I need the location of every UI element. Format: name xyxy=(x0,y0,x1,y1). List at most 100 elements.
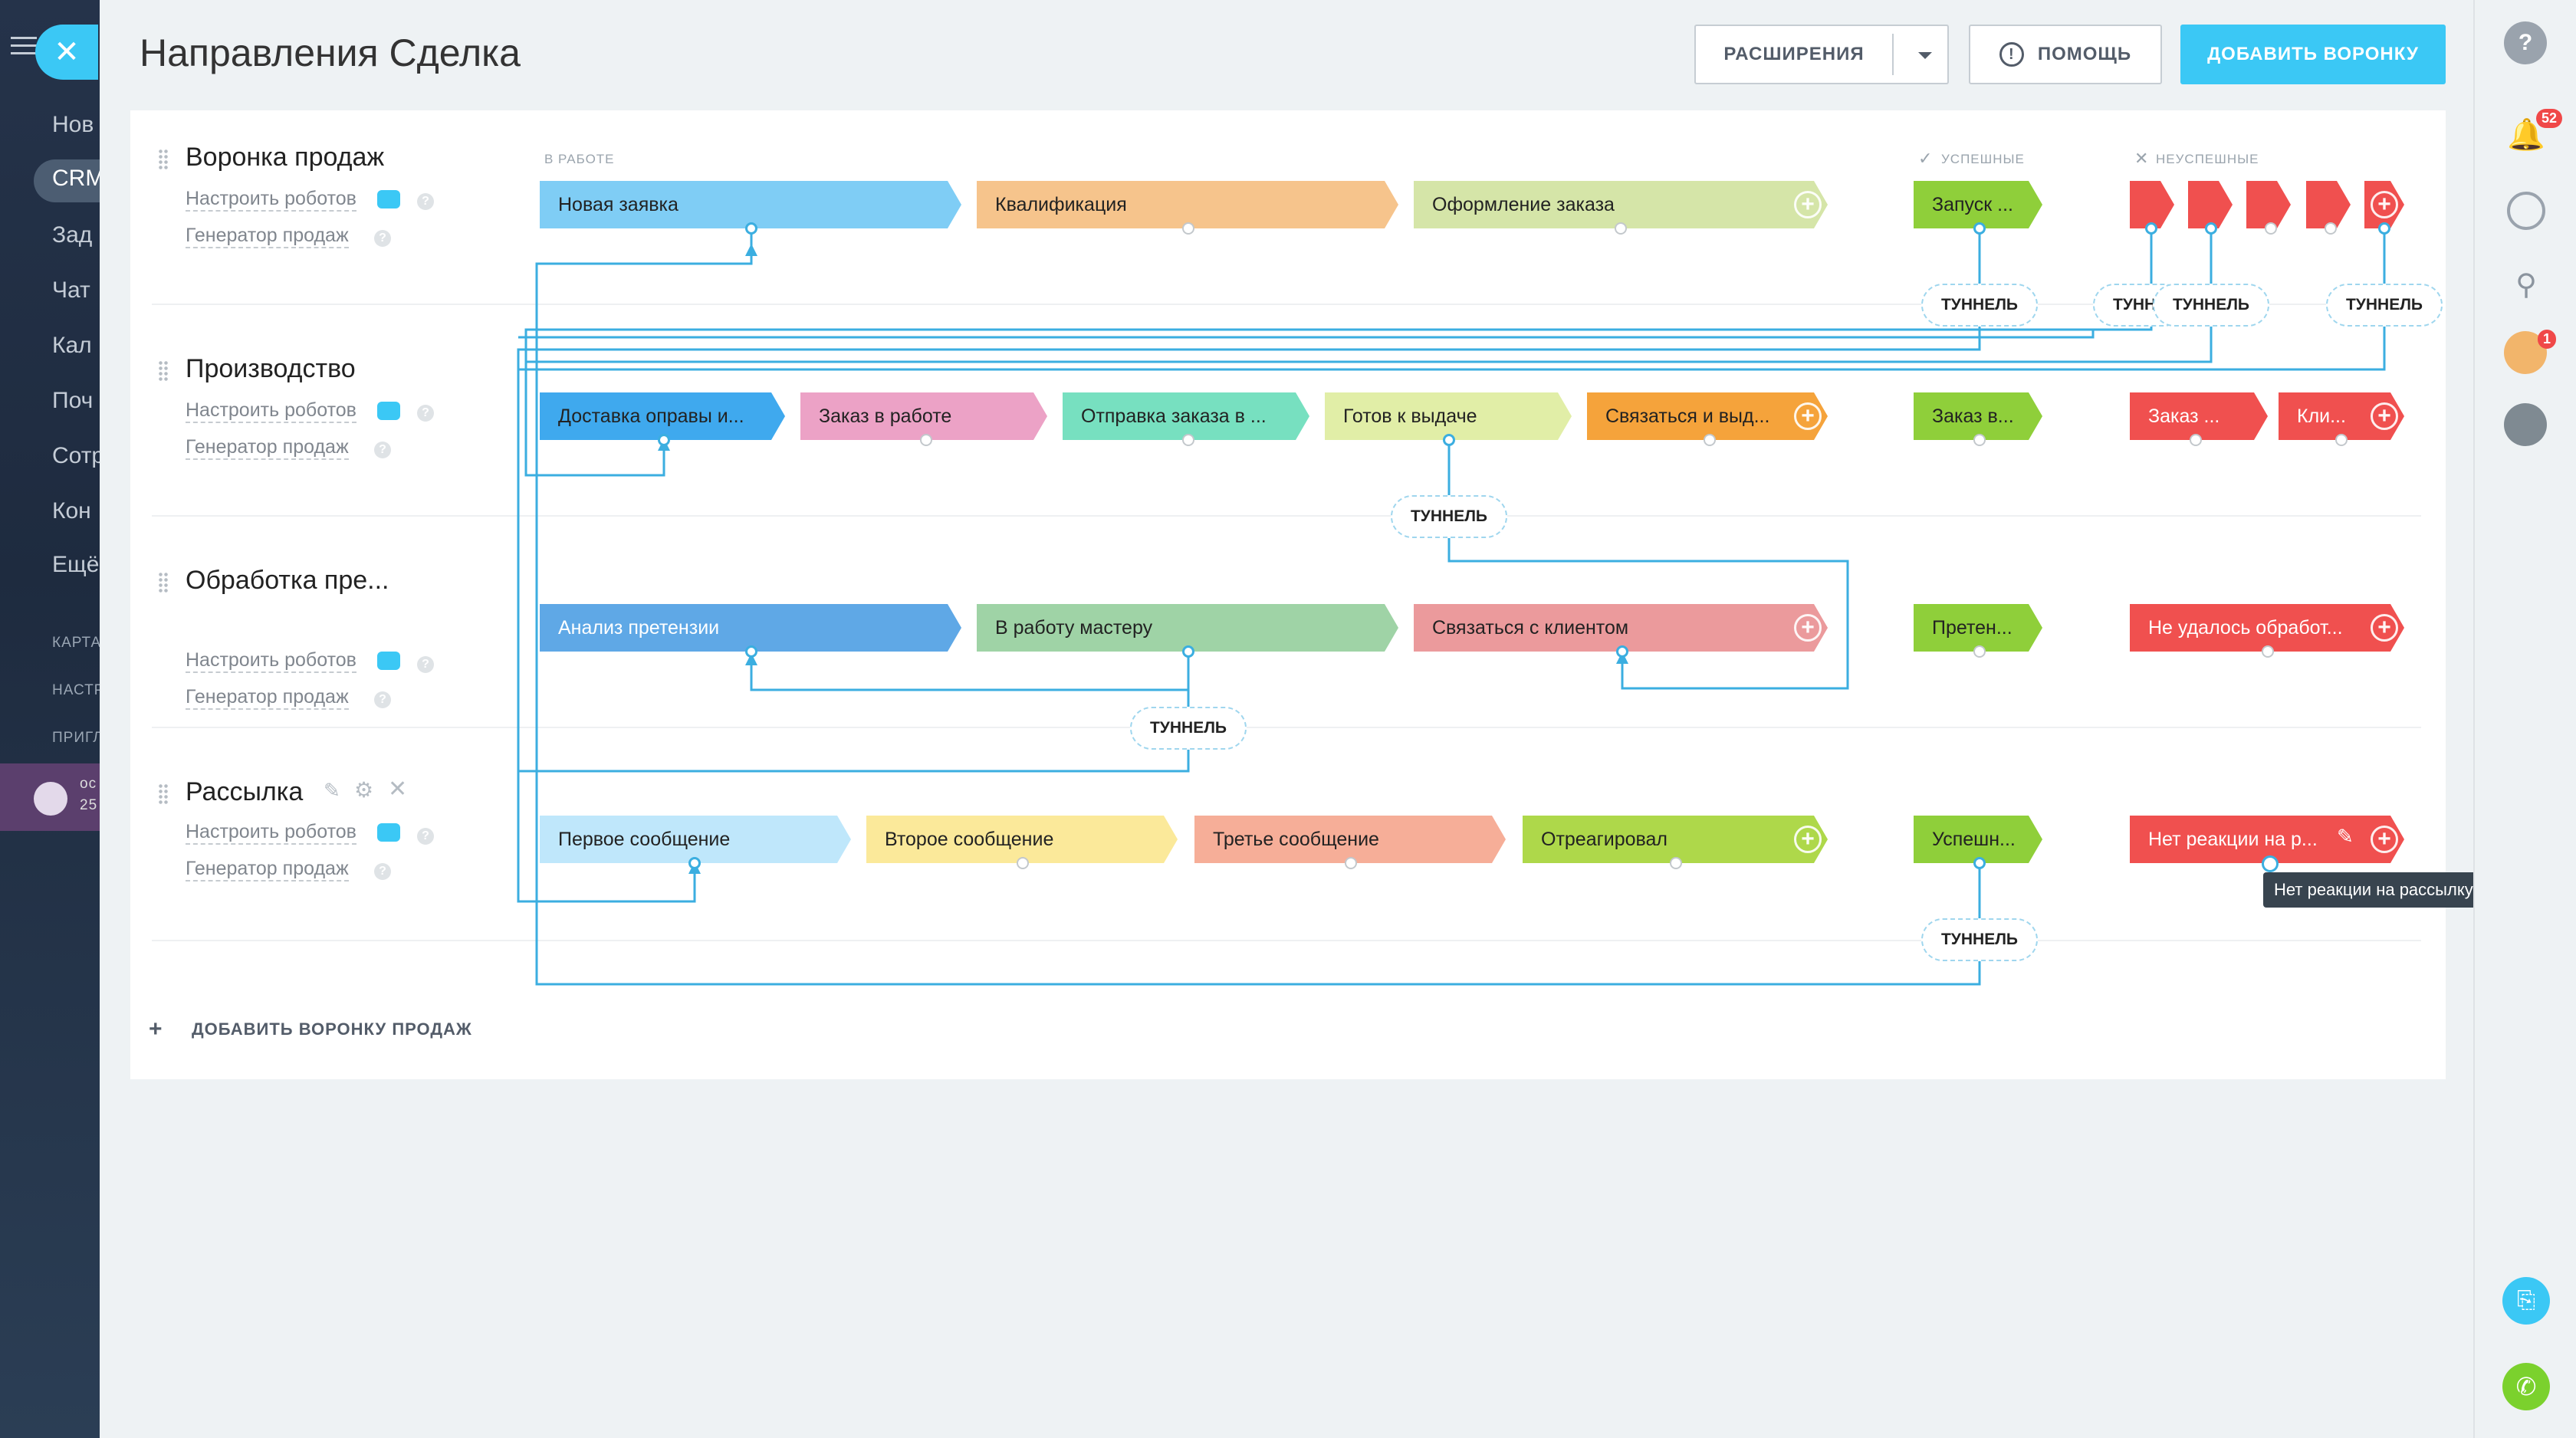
generator-link[interactable]: Генератор продаж xyxy=(186,858,349,882)
drag-handle-icon[interactable] xyxy=(158,149,169,170)
sidebar-item-news[interactable]: Нов xyxy=(52,112,94,137)
gear-icon[interactable]: ⚙ xyxy=(354,778,374,802)
search-icon[interactable]: ⚲ xyxy=(2515,268,2537,301)
robots-link[interactable]: Настроить роботов xyxy=(186,399,356,423)
stage[interactable]: Связаться и выд... xyxy=(1587,392,1828,440)
stage-connector-dot[interactable] xyxy=(2190,434,2202,446)
tunnel-badge[interactable]: ТУННЕЛЬ xyxy=(1921,918,2038,961)
sidebar-item-calendar[interactable]: Кал xyxy=(52,333,92,358)
stage-fail[interactable]: Заказ ... xyxy=(2130,392,2268,440)
stage[interactable]: Первое сообщение xyxy=(540,816,851,863)
avatar[interactable] xyxy=(2504,403,2547,446)
stage-connector-dot[interactable] xyxy=(1182,434,1194,446)
tunnel-badge[interactable]: ТУННЕЛЬ xyxy=(1130,707,1247,750)
stage-connector-dot[interactable] xyxy=(2145,222,2157,235)
sidebar-invite-link[interactable]: ПРИГЛ xyxy=(52,730,100,746)
help-icon[interactable]: ? xyxy=(417,193,434,210)
stage-connector-dot[interactable] xyxy=(2378,222,2390,235)
sidebar-item-crm[interactable]: CRM xyxy=(52,166,100,191)
sidebar-item-contacts[interactable]: Кон xyxy=(52,498,91,524)
stage-success[interactable]: Заказ в... xyxy=(1914,392,2042,440)
add-stage-icon[interactable]: + xyxy=(1794,191,1822,218)
stage[interactable]: В работу мастеру xyxy=(977,604,1398,652)
stage-connector-dot[interactable] xyxy=(1670,857,1682,869)
phone-icon[interactable]: ✆ xyxy=(2502,1363,2550,1410)
tunnel-badge[interactable]: ТУННЕЛЬ xyxy=(2326,284,2443,327)
stage-connector-dot[interactable] xyxy=(688,857,701,869)
screen-share-icon[interactable]: ⎘ xyxy=(2502,1277,2550,1325)
stage[interactable]: Новая заявка xyxy=(540,181,961,228)
stage-connector-dot[interactable] xyxy=(745,222,757,235)
stage-connector-dot[interactable] xyxy=(2325,222,2337,235)
tunnel-badge[interactable]: ТУННЕЛЬ xyxy=(1391,495,1507,538)
help-icon[interactable]: ? xyxy=(374,230,391,247)
stage-fail[interactable]: Не удалось обработ... xyxy=(2130,604,2404,652)
close-icon[interactable]: ✕ xyxy=(388,776,408,802)
stage[interactable]: Квалификация xyxy=(977,181,1398,228)
stage[interactable]: Второе сообщение xyxy=(866,816,1178,863)
stage-connector-dot[interactable] xyxy=(2265,222,2277,235)
stage[interactable]: Отправка заказа в ... xyxy=(1063,392,1309,440)
stage-connector-dot[interactable] xyxy=(745,645,757,658)
add-stage-icon[interactable]: + xyxy=(2371,402,2398,430)
help-icon[interactable]: ? xyxy=(417,828,434,845)
add-stage-icon[interactable]: + xyxy=(2371,826,2398,853)
stage-success[interactable]: Успешн... xyxy=(1914,816,2042,863)
stage-connector-dot[interactable] xyxy=(1973,434,1986,446)
stage[interactable]: Готов к выдаче xyxy=(1325,392,1572,440)
help-icon[interactable]: ? xyxy=(374,863,391,880)
stage-success[interactable]: Запуск ... xyxy=(1914,181,2042,228)
stage-connector-dot[interactable] xyxy=(1973,645,1986,658)
robots-link[interactable]: Настроить роботов xyxy=(186,821,356,845)
stage-connector-dot[interactable] xyxy=(2205,222,2217,235)
stage-connector-dot[interactable] xyxy=(1182,645,1194,658)
help-button[interactable]: ! ПОМОЩЬ xyxy=(1969,25,2162,84)
funnel-name[interactable]: Рассылка xyxy=(186,777,304,806)
stage[interactable]: Третье сообщение xyxy=(1194,816,1506,863)
help-icon[interactable]: ? xyxy=(374,691,391,708)
chat-icon[interactable] xyxy=(2507,192,2545,230)
add-stage-icon[interactable]: + xyxy=(2371,614,2398,642)
add-stage-icon[interactable]: + xyxy=(1794,614,1822,642)
funnel-name[interactable]: Производство xyxy=(186,354,356,383)
tunnel-badge[interactable]: ТУННЕЛЬ xyxy=(2153,284,2269,327)
stage-connector-dot[interactable] xyxy=(920,434,932,446)
stage-connector-dot[interactable] xyxy=(2335,434,2348,446)
add-sales-funnel-link[interactable]: ДОБАВИТЬ ВОРОНКУ ПРОДАЖ xyxy=(192,1019,472,1039)
help-icon[interactable]: ? xyxy=(374,442,391,458)
stage-connector-dot[interactable] xyxy=(658,434,670,446)
stage-connector-dot[interactable] xyxy=(1615,222,1627,235)
stage-connector-dot[interactable] xyxy=(1017,857,1029,869)
robots-link[interactable]: Настроить роботов xyxy=(186,188,356,212)
sidebar-settings-link[interactable]: НАСТР xyxy=(52,682,100,698)
stage-connector-dot[interactable] xyxy=(1616,645,1628,658)
plus-icon[interactable]: + xyxy=(149,1016,163,1042)
tunnel-badge[interactable]: ТУННЕЛЬ xyxy=(1921,284,2038,327)
add-stage-icon[interactable]: + xyxy=(1794,402,1822,430)
generator-link[interactable]: Генератор продаж xyxy=(186,686,349,710)
stage[interactable]: Анализ претензии xyxy=(540,604,961,652)
add-stage-icon[interactable]: + xyxy=(2371,191,2398,218)
funnel-name[interactable]: Воронка продаж xyxy=(186,143,385,172)
stage-connector-dot[interactable] xyxy=(1704,434,1716,446)
close-slider-button[interactable]: ✕ xyxy=(35,25,98,80)
sidebar-item-employees[interactable]: Сотр xyxy=(52,443,100,468)
stage[interactable]: Отреагировал xyxy=(1523,816,1828,863)
chevron-down-icon[interactable] xyxy=(1918,52,1932,59)
sidebar-item-more[interactable]: Ещё xyxy=(52,552,100,577)
edit-icon[interactable]: ✎ xyxy=(2337,825,2354,848)
add-stage-icon[interactable]: + xyxy=(1794,826,1822,853)
help-icon[interactable]: ? xyxy=(417,656,434,673)
help-icon[interactable]: ? xyxy=(417,405,434,422)
stage-connector-dot[interactable] xyxy=(2262,645,2274,658)
stage-fail[interactable]: Нет реакции на р... xyxy=(2130,816,2404,863)
sidebar-item-mail[interactable]: Поч xyxy=(52,388,94,413)
generator-link[interactable]: Генератор продаж xyxy=(186,225,349,248)
drag-handle-icon[interactable] xyxy=(158,783,169,805)
stage-connector-dot[interactable] xyxy=(1182,222,1194,235)
stage[interactable]: Оформление заказа xyxy=(1414,181,1828,228)
stage[interactable]: Связаться с клиентом xyxy=(1414,604,1828,652)
stage[interactable]: Заказ в работе xyxy=(800,392,1047,440)
generator-link[interactable]: Генератор продаж xyxy=(186,436,349,460)
stage-connector-dot[interactable] xyxy=(1345,857,1357,869)
